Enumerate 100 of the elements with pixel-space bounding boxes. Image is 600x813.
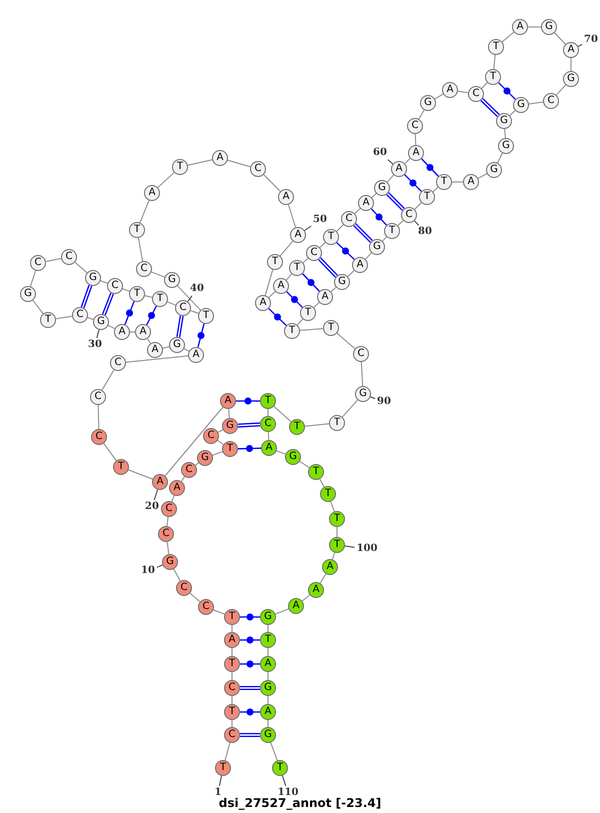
nucleotide: T [485, 69, 501, 85]
nucleotide: C [90, 389, 106, 405]
backbone-line [270, 742, 278, 761]
nucleotide: T [329, 511, 345, 527]
nucleotide: A [220, 393, 236, 409]
backbone-line [274, 608, 290, 615]
leader-line [154, 489, 158, 501]
backbone-line [332, 552, 336, 560]
nucleotide: C [30, 255, 46, 271]
base-pair-line [480, 98, 500, 117]
nucleotide: A [255, 295, 271, 311]
nucleotide: A [442, 82, 458, 98]
backbone-line [299, 328, 324, 331]
nucleotide: C [176, 580, 192, 596]
backbone-line [319, 478, 325, 488]
backbone-line [528, 102, 544, 104]
nucleotide: A [358, 195, 374, 211]
nucleotide: C [158, 526, 174, 542]
nucleotide: G [169, 337, 185, 353]
backbone-line [212, 451, 223, 456]
nucleotide: T [224, 704, 240, 720]
base-pair-line [353, 223, 373, 243]
nucleotide: T [129, 286, 145, 302]
backbone-line [434, 94, 444, 100]
base-pair-line [236, 398, 260, 404]
backbone-line [146, 338, 152, 344]
nucleotide: A [169, 480, 185, 496]
nucleotide: C [260, 416, 276, 432]
nucleotide: T [300, 305, 316, 321]
nucleotide: G [260, 727, 276, 743]
backbone-line [268, 432, 270, 440]
backbone-line [288, 204, 296, 228]
backbone-line [414, 202, 422, 210]
nucleotide: A [288, 598, 304, 614]
nucleotide: T [323, 320, 339, 336]
nucleotide: A [317, 289, 333, 305]
nucleotide: C [468, 86, 484, 102]
backbone-line [157, 172, 175, 188]
nucleotide: G [334, 274, 350, 290]
nucleotide: T [224, 609, 240, 625]
backbone-line [320, 573, 326, 584]
nucleotide: T [222, 441, 238, 457]
backbone-line [554, 32, 566, 45]
backbone-line [365, 252, 372, 260]
backbone-line [397, 220, 404, 226]
nucleotide: A [135, 324, 151, 340]
backbone-line [212, 609, 226, 615]
backbone-line [481, 82, 488, 89]
nucleotide: A [563, 42, 579, 58]
nucleotide: T [40, 312, 56, 328]
backbone-line [418, 109, 425, 120]
nucleotide: T [152, 291, 168, 307]
nucleotide: G [164, 272, 180, 288]
leader-line [370, 396, 376, 400]
backbone-line [45, 258, 62, 262]
backbone-line [102, 369, 114, 391]
nucleotide: C [353, 346, 369, 362]
nucleotide: G [374, 180, 390, 196]
backbone-line [98, 404, 100, 430]
nucleotide: T [289, 419, 305, 435]
backbone-line [74, 262, 88, 274]
nucleotide: C [107, 278, 123, 294]
nucleotide: A [273, 278, 289, 294]
backbone-line [187, 159, 213, 166]
backbone-line [166, 516, 169, 527]
base-pair-line [146, 306, 157, 326]
position-number: 110 [278, 787, 298, 799]
nucleotide: A [147, 342, 163, 358]
caption: dsi_27527_annot [-23.4] [218, 796, 382, 811]
base-pair-line [197, 324, 205, 348]
position-number: 40 [190, 283, 204, 295]
nucleotide: T [260, 393, 276, 409]
backbone-line [336, 526, 338, 538]
nucleotide: C [161, 501, 177, 517]
nucleotide: G [260, 680, 276, 696]
nucleotide: A [212, 150, 228, 166]
nucleotide: T [215, 760, 231, 776]
base-pair-line [386, 192, 405, 211]
nucleotide: C [91, 429, 107, 445]
nucleotide: A [512, 19, 528, 35]
nucleotide: T [323, 229, 339, 245]
nucleotide: A [224, 632, 240, 648]
nucleotide: C [203, 428, 219, 444]
backbone-line [276, 450, 286, 455]
nucleotide: A [278, 189, 294, 205]
nucleotide: C [407, 118, 423, 134]
nucleotide: A [188, 347, 204, 363]
nucleotide: C [341, 211, 357, 227]
nucleotide: G [285, 449, 301, 465]
nucleotide: C [224, 680, 240, 696]
backbone-line [336, 224, 344, 232]
backbone-line [55, 316, 73, 320]
backbone-line [268, 291, 276, 298]
backbone-line [173, 568, 181, 582]
base-pair-line [80, 284, 92, 308]
nucleotide: A [260, 704, 276, 720]
backbone-line [404, 158, 411, 164]
leader-line [187, 295, 192, 302]
nucleotide: A [260, 656, 276, 672]
base-pair-line [240, 636, 260, 644]
